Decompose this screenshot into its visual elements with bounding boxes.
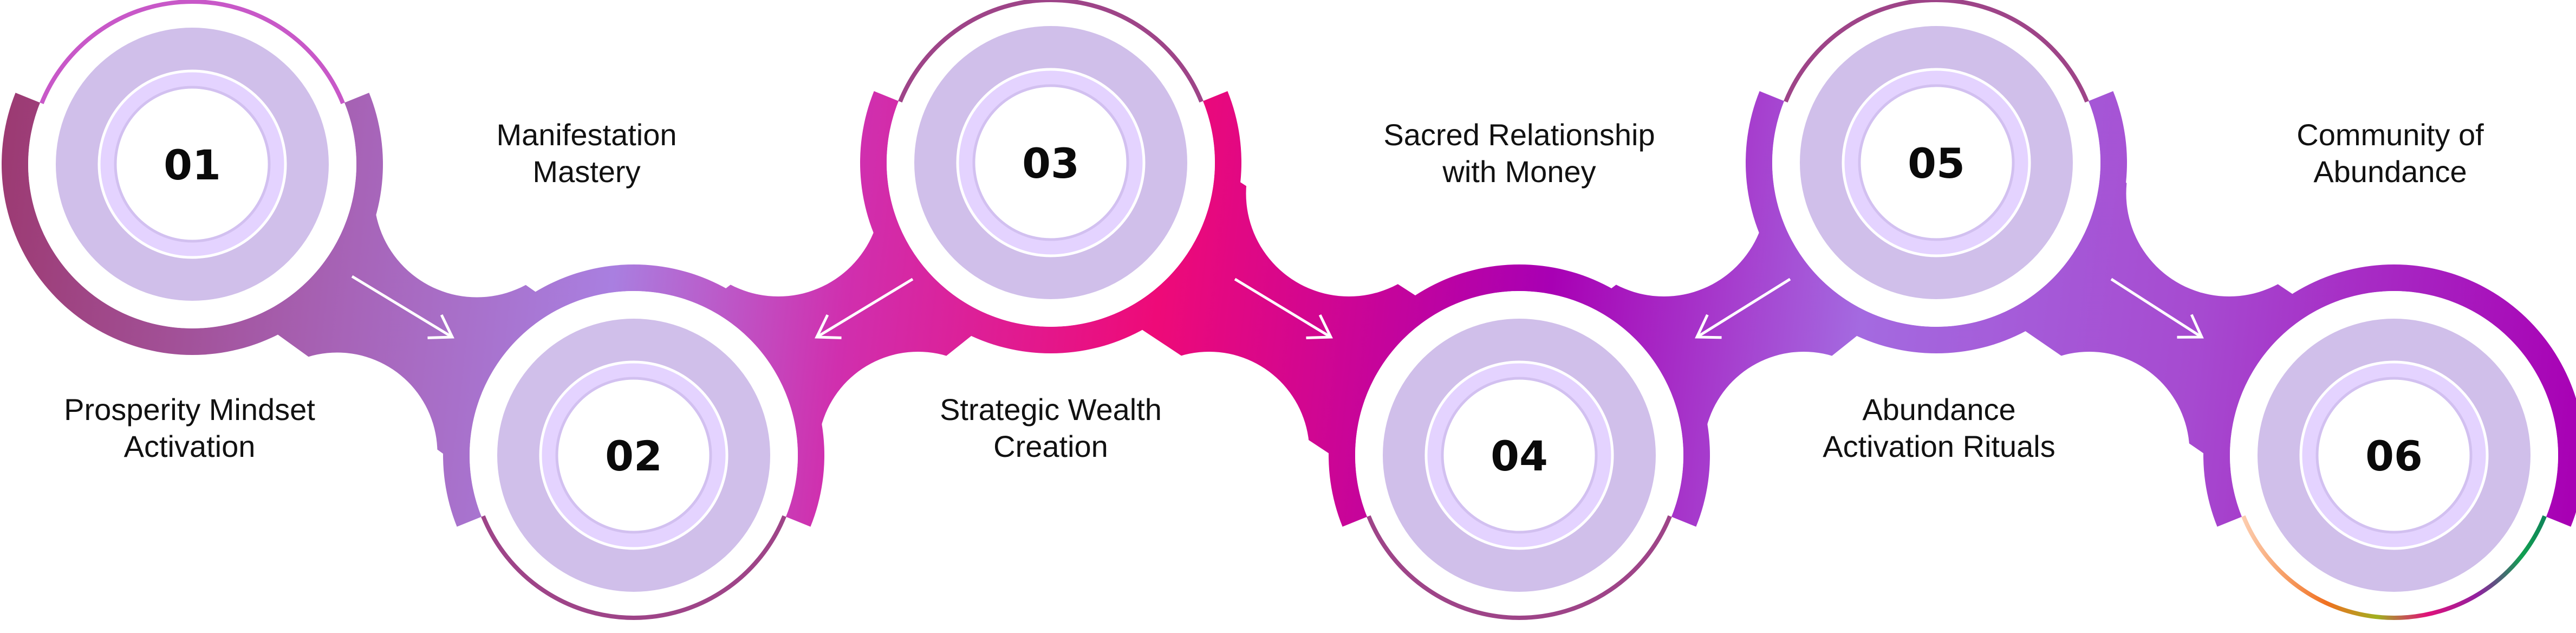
- step-number: 02: [605, 432, 662, 480]
- step-outline-arc: [898, 0, 1204, 103]
- connector-notch: [818, 352, 1018, 552]
- label-line: Sacred Relationship: [1383, 118, 1655, 152]
- label-line: Strategic Wealth: [940, 392, 1162, 427]
- step-number: 04: [1491, 432, 1548, 480]
- step-outline-arc: [40, 0, 345, 105]
- label-line: Manifestation: [496, 118, 677, 152]
- label-line: Prosperity Mindset: [64, 392, 315, 427]
- label-line: Activation Rituals: [1823, 429, 2055, 463]
- step-outline-arc: [481, 515, 786, 621]
- step-number: 01: [164, 141, 221, 189]
- arrow-icon: [1695, 277, 1791, 339]
- connector-notch: [1246, 91, 1452, 296]
- step-center: [972, 84, 1129, 241]
- label-line: Abundance: [2313, 154, 2467, 189]
- arrow-icon: [2110, 277, 2204, 339]
- step-number: 05: [1908, 139, 1965, 188]
- label-line: Mastery: [532, 154, 641, 189]
- step-03-node: 03: [860, 0, 1241, 353]
- connector-notch: [374, 91, 580, 298]
- step-number: 06: [2365, 432, 2423, 480]
- connector-notch: [1109, 352, 1310, 552]
- connector-notch: [2126, 91, 2332, 296]
- step-outline-arc: [2241, 515, 2547, 621]
- arrow-icon: [1234, 277, 1333, 339]
- step-06-node: 06: [2203, 264, 2576, 621]
- label-line: Abundance: [1862, 392, 2016, 427]
- connector-notch: [675, 91, 881, 296]
- step-center: [2315, 377, 2473, 534]
- connector-notch: [1703, 352, 1904, 552]
- step-outline-arc: [1367, 515, 1672, 621]
- step-02-node: 02: [443, 264, 824, 621]
- step-04-node: 04: [1329, 264, 1710, 621]
- step-center: [114, 86, 271, 243]
- connector-notch: [237, 352, 438, 553]
- label-line: Creation: [993, 429, 1108, 463]
- connector-notch: [1989, 352, 2190, 552]
- step-center: [1858, 84, 2015, 241]
- step-number: 03: [1022, 139, 1079, 188]
- label-line: Activation: [123, 429, 256, 463]
- connector-notch: [1561, 91, 1767, 296]
- step-05-node: 05: [1746, 0, 2127, 354]
- step-center: [1441, 377, 1598, 534]
- label-line: Community of: [2297, 118, 2484, 152]
- step-outline-arc: [1784, 0, 2089, 103]
- arrow-icon: [351, 275, 454, 339]
- label-line: with Money: [1442, 154, 1596, 189]
- step-center: [555, 377, 712, 534]
- arrow-icon: [815, 277, 914, 339]
- step-01-node: 01: [2, 0, 383, 355]
